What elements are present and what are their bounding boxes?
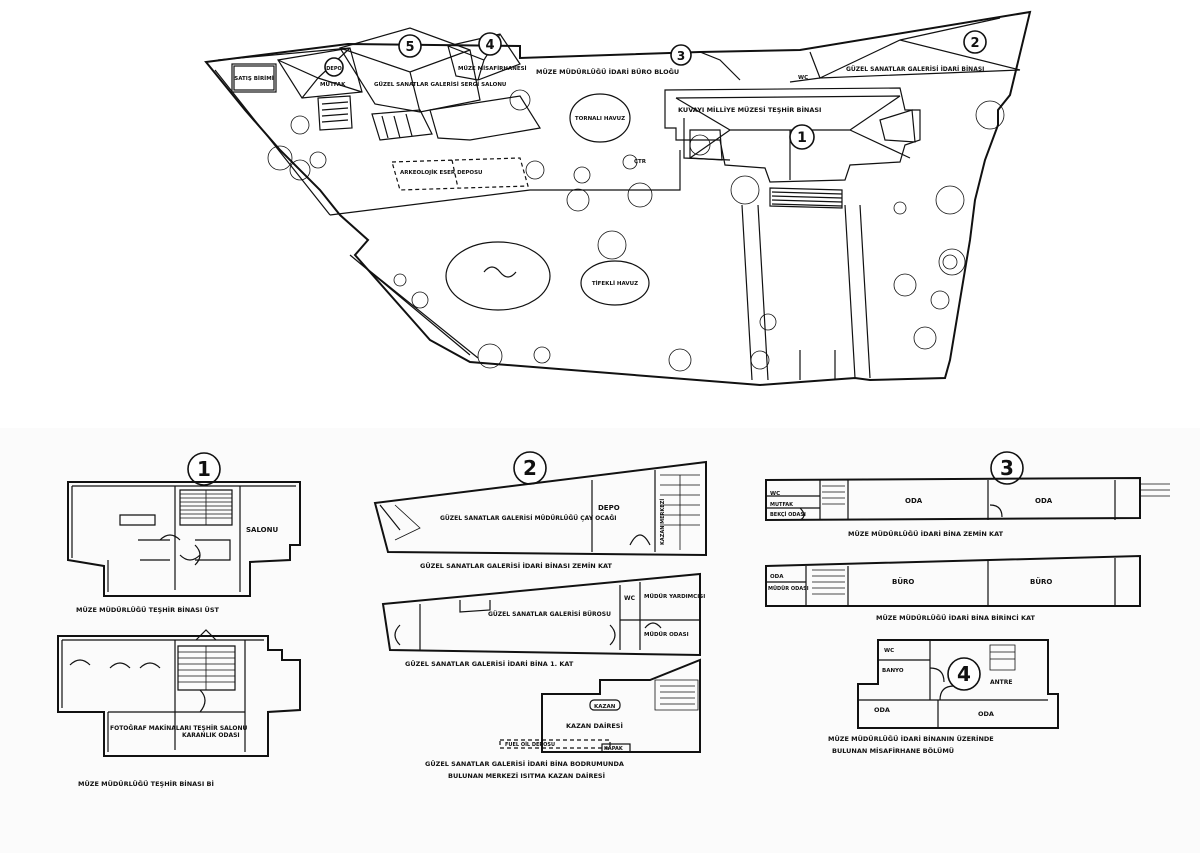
plan1-photo: FOTOĞRAF MAKİNALARI TEŞHİR SALONU	[110, 725, 248, 732]
plan4-caption2: BULUNAN MİSAFİRHANE BÖLÜMÜ	[832, 746, 954, 755]
plan-3: 3 WC MUTFAK BEKÇİ ODASI ODA ODA MÜZE MÜD…	[765, 451, 1170, 622]
plan4-bath: BANYO	[882, 668, 904, 674]
plan3-number: 3	[1000, 456, 1014, 480]
plan2-deputy: MÜDÜR YARDIMCISI	[644, 593, 705, 600]
site-label-wc: WC	[798, 75, 808, 81]
plan4-antre: ANTRE	[990, 679, 1012, 686]
site-label-pool1: TORNALI HAVUZ	[575, 116, 625, 122]
site-num-c: DEPO	[326, 66, 341, 72]
tifekli-pool	[445, 241, 551, 311]
plan4-number: 4	[957, 662, 971, 686]
plan4-room-2: ODA	[978, 710, 994, 718]
plan3-wc: WC	[770, 491, 780, 497]
site-label-pool2: TİFEKLİ HAVUZ	[592, 280, 638, 287]
plan3-guard: BEKÇİ ODASI	[770, 511, 806, 518]
plan2-caption3a: GÜZEL SANATLAR GALERİSİ İDARİ BİNA BODRU…	[425, 759, 624, 768]
plan2-caption2: GÜZEL SANATLAR GALERİSİ İDARİ BİNA 1. KA…	[405, 659, 574, 668]
plan3-office-2: BÜRO	[1030, 577, 1052, 586]
museum-building	[664, 87, 921, 183]
site-trees	[267, 89, 1005, 372]
plan3-room-1: ODA	[905, 497, 923, 505]
plan4-room-1: ODA	[874, 706, 890, 714]
site-num-5: 5	[405, 40, 414, 55]
plan2-fuel: FUEL OİL DEPOSU	[505, 741, 555, 748]
plan3-office-1: BÜRO	[892, 577, 914, 586]
plan2-directorate-1: GÜZEL SANATLAR GALERİSİ MÜDÜRLÜĞÜ ÇAY OC…	[440, 515, 616, 522]
plan1-caption-lower: MÜZE MÜDÜRLÜĞÜ TEŞHİR BİNASI Bİ	[78, 779, 214, 788]
site-num-3: 3	[677, 49, 685, 63]
site-label-ctr: ÇTR	[634, 159, 647, 165]
plan1-dark: KARANLIK ODASI	[182, 732, 240, 739]
site-label-kitchen: MUTFAK	[320, 82, 346, 88]
plan2-caption1: GÜZEL SANATLAR GALERİSİ İDARİ BİNASI ZEM…	[420, 561, 613, 570]
plan3-room-3: ODA	[770, 574, 784, 580]
plan4-caption1: MÜZE MÜDÜRLÜĞÜ İDARİ BİNANIN ÜZERİNDE	[828, 734, 994, 743]
plan3-room-2: ODA	[1035, 497, 1053, 505]
plan2-boiler-room: KAZAN DAİRESİ	[566, 721, 623, 730]
plan2-boiler: KAZAN	[594, 704, 616, 710]
shop-building	[231, 63, 277, 93]
plan1-caption-upper: MÜZE MÜDÜRLÜĞÜ TEŞHİR BİNASI ÜST	[76, 605, 219, 614]
plan4-wc: WC	[884, 648, 894, 654]
site-label-gallery5: GÜZEL SANATLAR GALERİSİ SERGİ SALONU	[374, 81, 506, 88]
plan-2: 2 GÜZEL SANATLAR GALERİSİ MÜDÜRLÜĞÜ ÇAY …	[373, 451, 707, 780]
plan2-office: GÜZEL SANATLAR GALERİSİ BÜROSU	[488, 611, 611, 618]
site-num-2: 2	[970, 36, 979, 51]
plan1-hall: SALONU	[246, 526, 278, 534]
plan2-caption3b: BULUNAN MERKEZİ ISITMA KAZAN DAİRESİ	[448, 771, 605, 780]
site-label-guesthouse: MÜZE MİSAFİRHANESİ	[458, 65, 527, 72]
site-num-4: 4	[485, 38, 494, 53]
site-plan: DEPO 5 4 3 2 1 SATIŞ BİRİMİ MUTFAK GÜZEL…	[204, 10, 1032, 387]
site-label-admin2: GÜZEL SANATLAR GALERİSİ İDARİ BİNASI	[846, 66, 984, 73]
tornali-pool	[569, 93, 631, 143]
site-num-1: 1	[797, 130, 807, 146]
site-label-admin-block: MÜZE MÜDÜRLÜĞÜ İDARİ BÜRO BLOĞU	[536, 67, 679, 76]
site-label-depot: ARKEOLOJİK ESER DEPOSU	[400, 169, 483, 176]
plan2-number: 2	[523, 456, 537, 480]
plan1-number: 1	[197, 457, 211, 481]
site-label-shop: SATIŞ BİRİMİ	[234, 75, 274, 82]
plan3-director: MÜDÜR ODASI	[768, 585, 809, 592]
plan2-wc: WC	[624, 595, 636, 602]
plan3-kitchen: MUTFAK	[770, 502, 794, 508]
site-label-museum: KUVAYI MİLLİYE MÜZESİ TEŞHİR BİNASI	[678, 105, 821, 114]
plan2-hatch: KAPAK	[604, 746, 624, 752]
plan3-caption2: MÜZE MÜDÜRLÜĞÜ İDARİ BİNA BİRİNCİ KAT	[876, 613, 1036, 622]
plan-4: 4 WC BANYO ANTRE ODA ODA MÜZE MÜDÜRLÜĞÜ …	[828, 639, 1059, 755]
plan2-depot: DEPO	[598, 504, 620, 512]
plan3-caption1: MÜZE MÜDÜRLÜĞÜ İDARİ BİNA ZEMİN KAT	[848, 529, 1004, 538]
plan2-director: MÜDÜR ODASI	[644, 631, 689, 638]
plan2-side: KAZAN MERKEZİ	[659, 499, 666, 545]
plan-1: 1 SALONU MÜZE MÜDÜRLÜĞÜ TEŞHİR BİNASI ÜS…	[57, 452, 301, 788]
